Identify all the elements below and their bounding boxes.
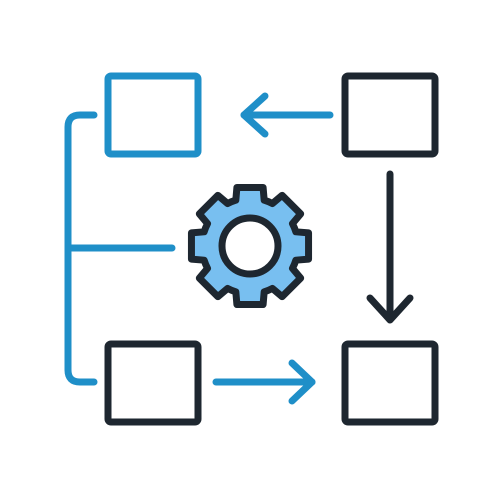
gear-icon xyxy=(187,183,313,309)
arrow-right-icon xyxy=(212,359,316,405)
arrow-down-icon xyxy=(366,170,414,324)
bottom-left-box xyxy=(104,340,202,426)
top-right-box xyxy=(341,72,439,158)
bottom-right-box xyxy=(341,340,439,426)
left-bracket-line xyxy=(64,111,176,386)
top-left-box xyxy=(104,72,202,158)
arrow-left-icon xyxy=(240,92,334,138)
